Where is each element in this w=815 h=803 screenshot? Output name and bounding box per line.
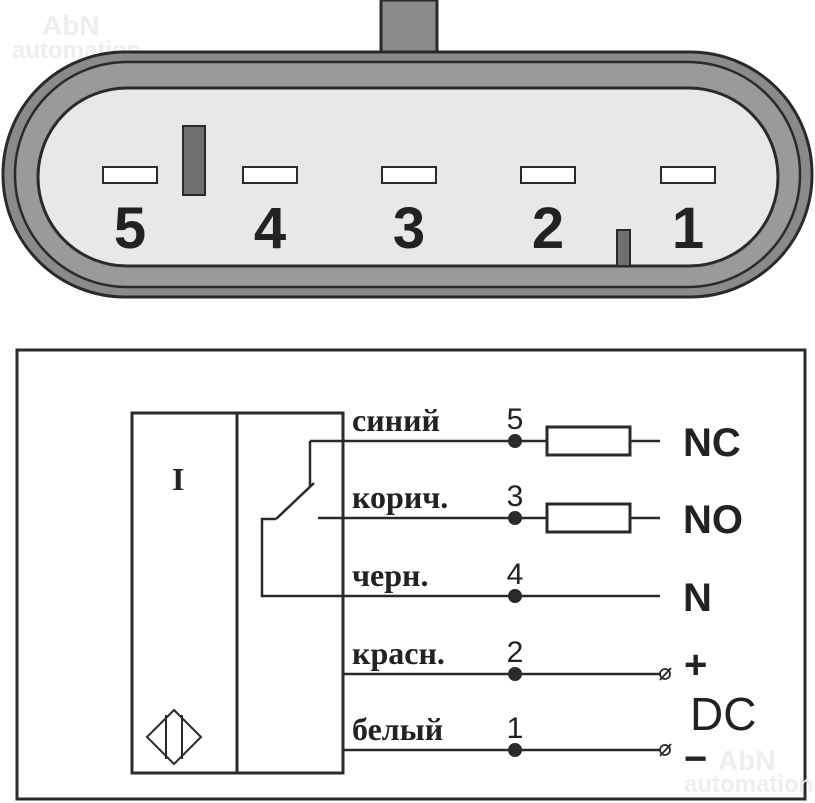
supply-label: DC xyxy=(690,688,756,740)
junction-dot xyxy=(508,743,522,757)
pin-contact xyxy=(242,166,298,184)
connector-face: 5 4 3 2 1 xyxy=(1,0,814,299)
junction-dot xyxy=(508,511,522,525)
load-resistor-icon xyxy=(545,425,632,457)
wire-color-label: синий xyxy=(352,402,440,438)
svg-text:AbN: AbN xyxy=(42,10,100,41)
pin-number: 5 xyxy=(114,196,146,261)
wire-pin-number: 1 xyxy=(507,712,524,745)
signal-label: + xyxy=(684,643,707,687)
signal-label: N xyxy=(683,576,712,620)
terminal-icon xyxy=(659,667,672,681)
switch-contact-icon xyxy=(260,439,343,598)
svg-text:automation: automation xyxy=(684,771,813,798)
wire-3: черн. 4N xyxy=(343,557,712,620)
wire-pin-number: 4 xyxy=(507,558,524,591)
wire-color-label: красн. xyxy=(352,635,445,671)
wire-pin-number: 2 xyxy=(507,636,524,669)
coding-key-left xyxy=(182,125,206,196)
wire-pin-number: 5 xyxy=(507,403,524,436)
connector-tab xyxy=(379,0,439,57)
wire-pin-number: 3 xyxy=(507,480,524,513)
signal-label: NC xyxy=(683,421,741,465)
svg-text:AbN: AbN xyxy=(718,745,776,776)
pin-contact xyxy=(102,166,158,184)
pin-number: 2 xyxy=(532,196,564,261)
sensor-type-symbol: I xyxy=(172,461,184,497)
terminal-icon xyxy=(659,743,672,757)
junction-dot xyxy=(508,667,522,681)
wire-color-label: черн. xyxy=(352,557,428,593)
wire-5: белый 1 − xyxy=(343,711,707,781)
pin-number: 1 xyxy=(672,196,704,261)
pin-contact xyxy=(660,166,716,184)
coding-key-right xyxy=(616,229,631,267)
pin-number: 4 xyxy=(254,196,286,261)
wire-color-label: белый xyxy=(352,711,443,747)
signal-label: − xyxy=(684,737,707,781)
signal-label: NO xyxy=(683,498,743,542)
wire-2: корич. 3NO xyxy=(343,479,743,542)
wire-color-label: корич. xyxy=(352,479,448,515)
pin-contact xyxy=(520,166,576,184)
junction-dot xyxy=(508,434,522,448)
watermark-bottom: AbN automation xyxy=(684,745,813,798)
load-resistor-icon xyxy=(545,502,632,534)
inductive-sensor-icon xyxy=(145,708,203,766)
wire-4: красн. 2 + xyxy=(343,635,707,687)
junction-dot xyxy=(508,589,522,603)
wire-1: синий 5NC xyxy=(343,402,741,465)
pin-number: 3 xyxy=(393,196,425,261)
pin-contact xyxy=(381,166,437,184)
